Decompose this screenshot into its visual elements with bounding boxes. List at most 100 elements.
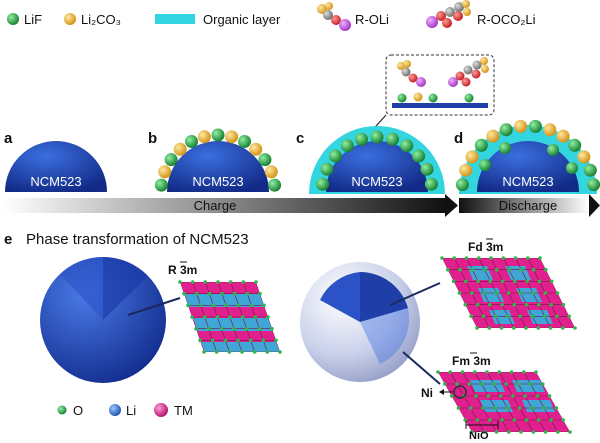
lif-particle [583, 163, 597, 177]
oxygen-atom [504, 382, 508, 386]
r-oco2li-legend-label: R-OCO₂Li [477, 12, 536, 27]
lif-particle [328, 149, 342, 163]
ncm523-core-a [5, 141, 107, 192]
lif-particle [258, 153, 272, 167]
oxygen-atom [507, 267, 511, 272]
oxygen-atom [542, 314, 547, 319]
discharge-label: Discharge [499, 198, 558, 213]
li2co3-particle [556, 129, 570, 143]
oxygen-atom [486, 394, 491, 398]
li2co3-legend-icon [64, 13, 76, 25]
oxygen-atom [457, 291, 462, 295]
oxygen-atom [470, 291, 474, 295]
core-label-b: NCM523 [192, 174, 243, 189]
oxygen-atom [512, 418, 516, 422]
oxygen-atom [477, 256, 481, 260]
oxygen-atom [488, 302, 492, 307]
li2co3-particle [459, 163, 473, 177]
oxygen-atom [542, 406, 546, 410]
core-shell-sphere [300, 262, 441, 385]
li2co3-particle [577, 150, 591, 164]
lif-particle [400, 139, 414, 153]
organic-layer-legend-label: Organic layer [203, 12, 281, 27]
lif-particle [211, 128, 225, 142]
oxygen-atom [202, 350, 206, 354]
oxygen-atom [443, 382, 447, 386]
oxygen-atom [463, 302, 468, 307]
oxygen-atom [254, 280, 258, 284]
r3m-label: R 3m [168, 263, 197, 277]
panel-b-letter: b [148, 130, 157, 147]
lif-particle [499, 123, 513, 137]
oxygen-atom [482, 267, 487, 272]
lif-particle [474, 138, 488, 152]
li2co3-particle [225, 130, 239, 144]
oxygen-atom [228, 280, 233, 284]
surface-particles-d [455, 119, 600, 192]
oxygen-atom [236, 338, 240, 343]
oxygen-atom [513, 279, 517, 284]
lif-particle [420, 162, 434, 176]
lif-particle [547, 144, 559, 156]
oxygen-atom [463, 418, 468, 422]
lif-particle [568, 138, 582, 152]
oxygen-atom [475, 302, 480, 307]
oxygen-atom [526, 256, 530, 260]
top-legend: LiF Li₂CO₃ Organic layer R-OLi R-OCO₂Li [7, 0, 536, 31]
oxygen-atom [464, 256, 469, 260]
core-label-c: NCM523 [351, 174, 402, 189]
oxygen-atom [543, 291, 548, 295]
oxygen-atom [458, 267, 462, 272]
oxygen-atom [531, 430, 536, 434]
oxygen-atom [270, 326, 274, 331]
oxygen-atom [536, 418, 541, 422]
oxygen-atom [470, 267, 475, 272]
oxygen-atom [253, 315, 258, 319]
lif-particle [412, 149, 426, 163]
oxygen-atom [487, 326, 492, 330]
oxygen-atom [536, 326, 541, 330]
discharge-arrow: Discharge [459, 194, 600, 217]
oxygen-atom [190, 315, 194, 319]
oxygen-legend-icon [57, 405, 67, 415]
oxygen-atom [531, 267, 536, 272]
oxygen-atom [474, 394, 478, 398]
oxygen-atom [476, 279, 481, 284]
lif-particle [370, 130, 384, 144]
charge-arrow: Charge [3, 194, 458, 217]
lif-particle [479, 159, 491, 171]
bottom-legend: O Li TM [57, 403, 193, 418]
oxygen-atom [190, 280, 195, 284]
ni-label: Ni [421, 386, 433, 400]
ncm523-core-b [167, 141, 269, 192]
oxygen-atom [519, 267, 524, 272]
panel-d-letter: d [454, 130, 463, 147]
oxygen-atom [278, 350, 282, 354]
oxygen-atom [523, 394, 527, 398]
lif-particle [164, 153, 178, 167]
lif-legend-icon [7, 13, 19, 25]
surface-particles-c [316, 130, 438, 191]
oxygen-atom [538, 256, 542, 260]
oxygen-legend-label: O [73, 403, 83, 418]
oxygen-atom [522, 370, 526, 374]
oxygen-atom [236, 303, 241, 308]
oxygen-atom [537, 279, 542, 284]
oxygen-atom [543, 430, 548, 434]
panel-a: a NCM523 [4, 130, 107, 192]
oxygen-atom [497, 370, 502, 374]
lif-legend-label: LiF [24, 12, 42, 27]
oxygen-atom [249, 303, 254, 308]
lif-particle [455, 178, 469, 192]
oxygen-atom [482, 291, 486, 295]
oxygen-atom [485, 370, 489, 374]
oxygen-atom [252, 350, 257, 354]
oxygen-atom [460, 370, 465, 374]
lif-particle [528, 119, 542, 133]
oxygen-atom [481, 314, 486, 319]
oxygen-atom [198, 338, 202, 343]
oxygen-atom [541, 382, 545, 386]
oxygen-atom [436, 370, 440, 374]
oxygen-atom [549, 302, 553, 307]
